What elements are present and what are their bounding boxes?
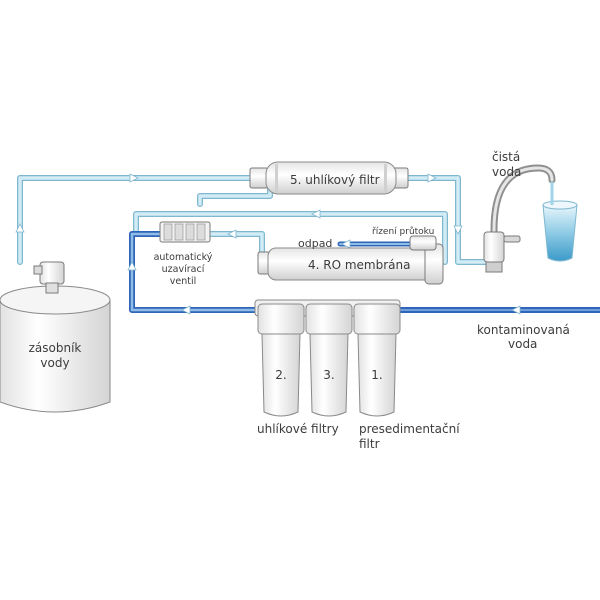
arrow-left-icon <box>227 229 237 239</box>
arrow-right-icon <box>129 173 139 183</box>
labels: 5. uhlíkový filtr čistá voda automatický… <box>29 150 570 451</box>
contaminated-label-1: kontaminovaná <box>477 323 570 337</box>
filter-3-number: 3. <box>323 368 334 382</box>
filter-housing-3 <box>305 303 353 417</box>
arrow-up-icon <box>15 223 25 233</box>
faucet <box>483 164 556 273</box>
tank-valve <box>39 261 65 285</box>
arrow-left-icon <box>181 305 191 315</box>
post-carbon-filter <box>249 161 409 195</box>
prefilter-housings <box>254 299 401 417</box>
post-filter-label: 5. uhlíkový filtr <box>290 173 380 187</box>
auto-shutoff-valve <box>159 221 211 243</box>
dirty-water-pipes <box>129 231 600 313</box>
arrow-right-icon <box>427 173 437 183</box>
tank-label-2: vody <box>40 356 69 370</box>
auto-valve-label-3: ventil <box>170 276 197 287</box>
arrow-left-icon <box>311 209 321 219</box>
arrow-up-icon <box>127 261 137 271</box>
ro-membrane <box>257 235 444 285</box>
flow-control-label: řízení průtoku <box>372 226 434 237</box>
water-tank <box>0 261 111 413</box>
clean-water-label-2: voda <box>492 165 521 179</box>
clean-water-label-1: čistá <box>492 150 520 164</box>
flow-arrows <box>15 173 521 315</box>
auto-valve-label-1: automatický <box>154 252 213 263</box>
contaminated-label-2: voda <box>508 337 537 351</box>
filter-housing-2 <box>257 303 305 417</box>
arrow-down-icon <box>453 225 463 235</box>
filter-housing-1 <box>353 303 401 417</box>
presediment-label-2: filtr <box>359 437 380 451</box>
auto-valve-label-2: uzavírací <box>162 264 205 275</box>
carbon-filters-label: uhlíkové filtry <box>257 422 339 436</box>
flow-restrictor <box>409 235 437 251</box>
filter-2-number: 2. <box>275 368 286 382</box>
tank-label-1: zásobník <box>29 341 82 355</box>
arrow-left-icon <box>341 239 351 249</box>
presediment-label-1: presedimentační <box>359 422 460 436</box>
ro-membrane-label: 4. RO membrána <box>308 258 411 272</box>
water-glass <box>542 182 578 262</box>
filter-1-number: 1. <box>371 368 382 382</box>
waste-label: odpad <box>298 237 332 250</box>
pipe-tank-to-post-filter <box>17 175 268 265</box>
arrow-left-icon <box>511 305 521 315</box>
